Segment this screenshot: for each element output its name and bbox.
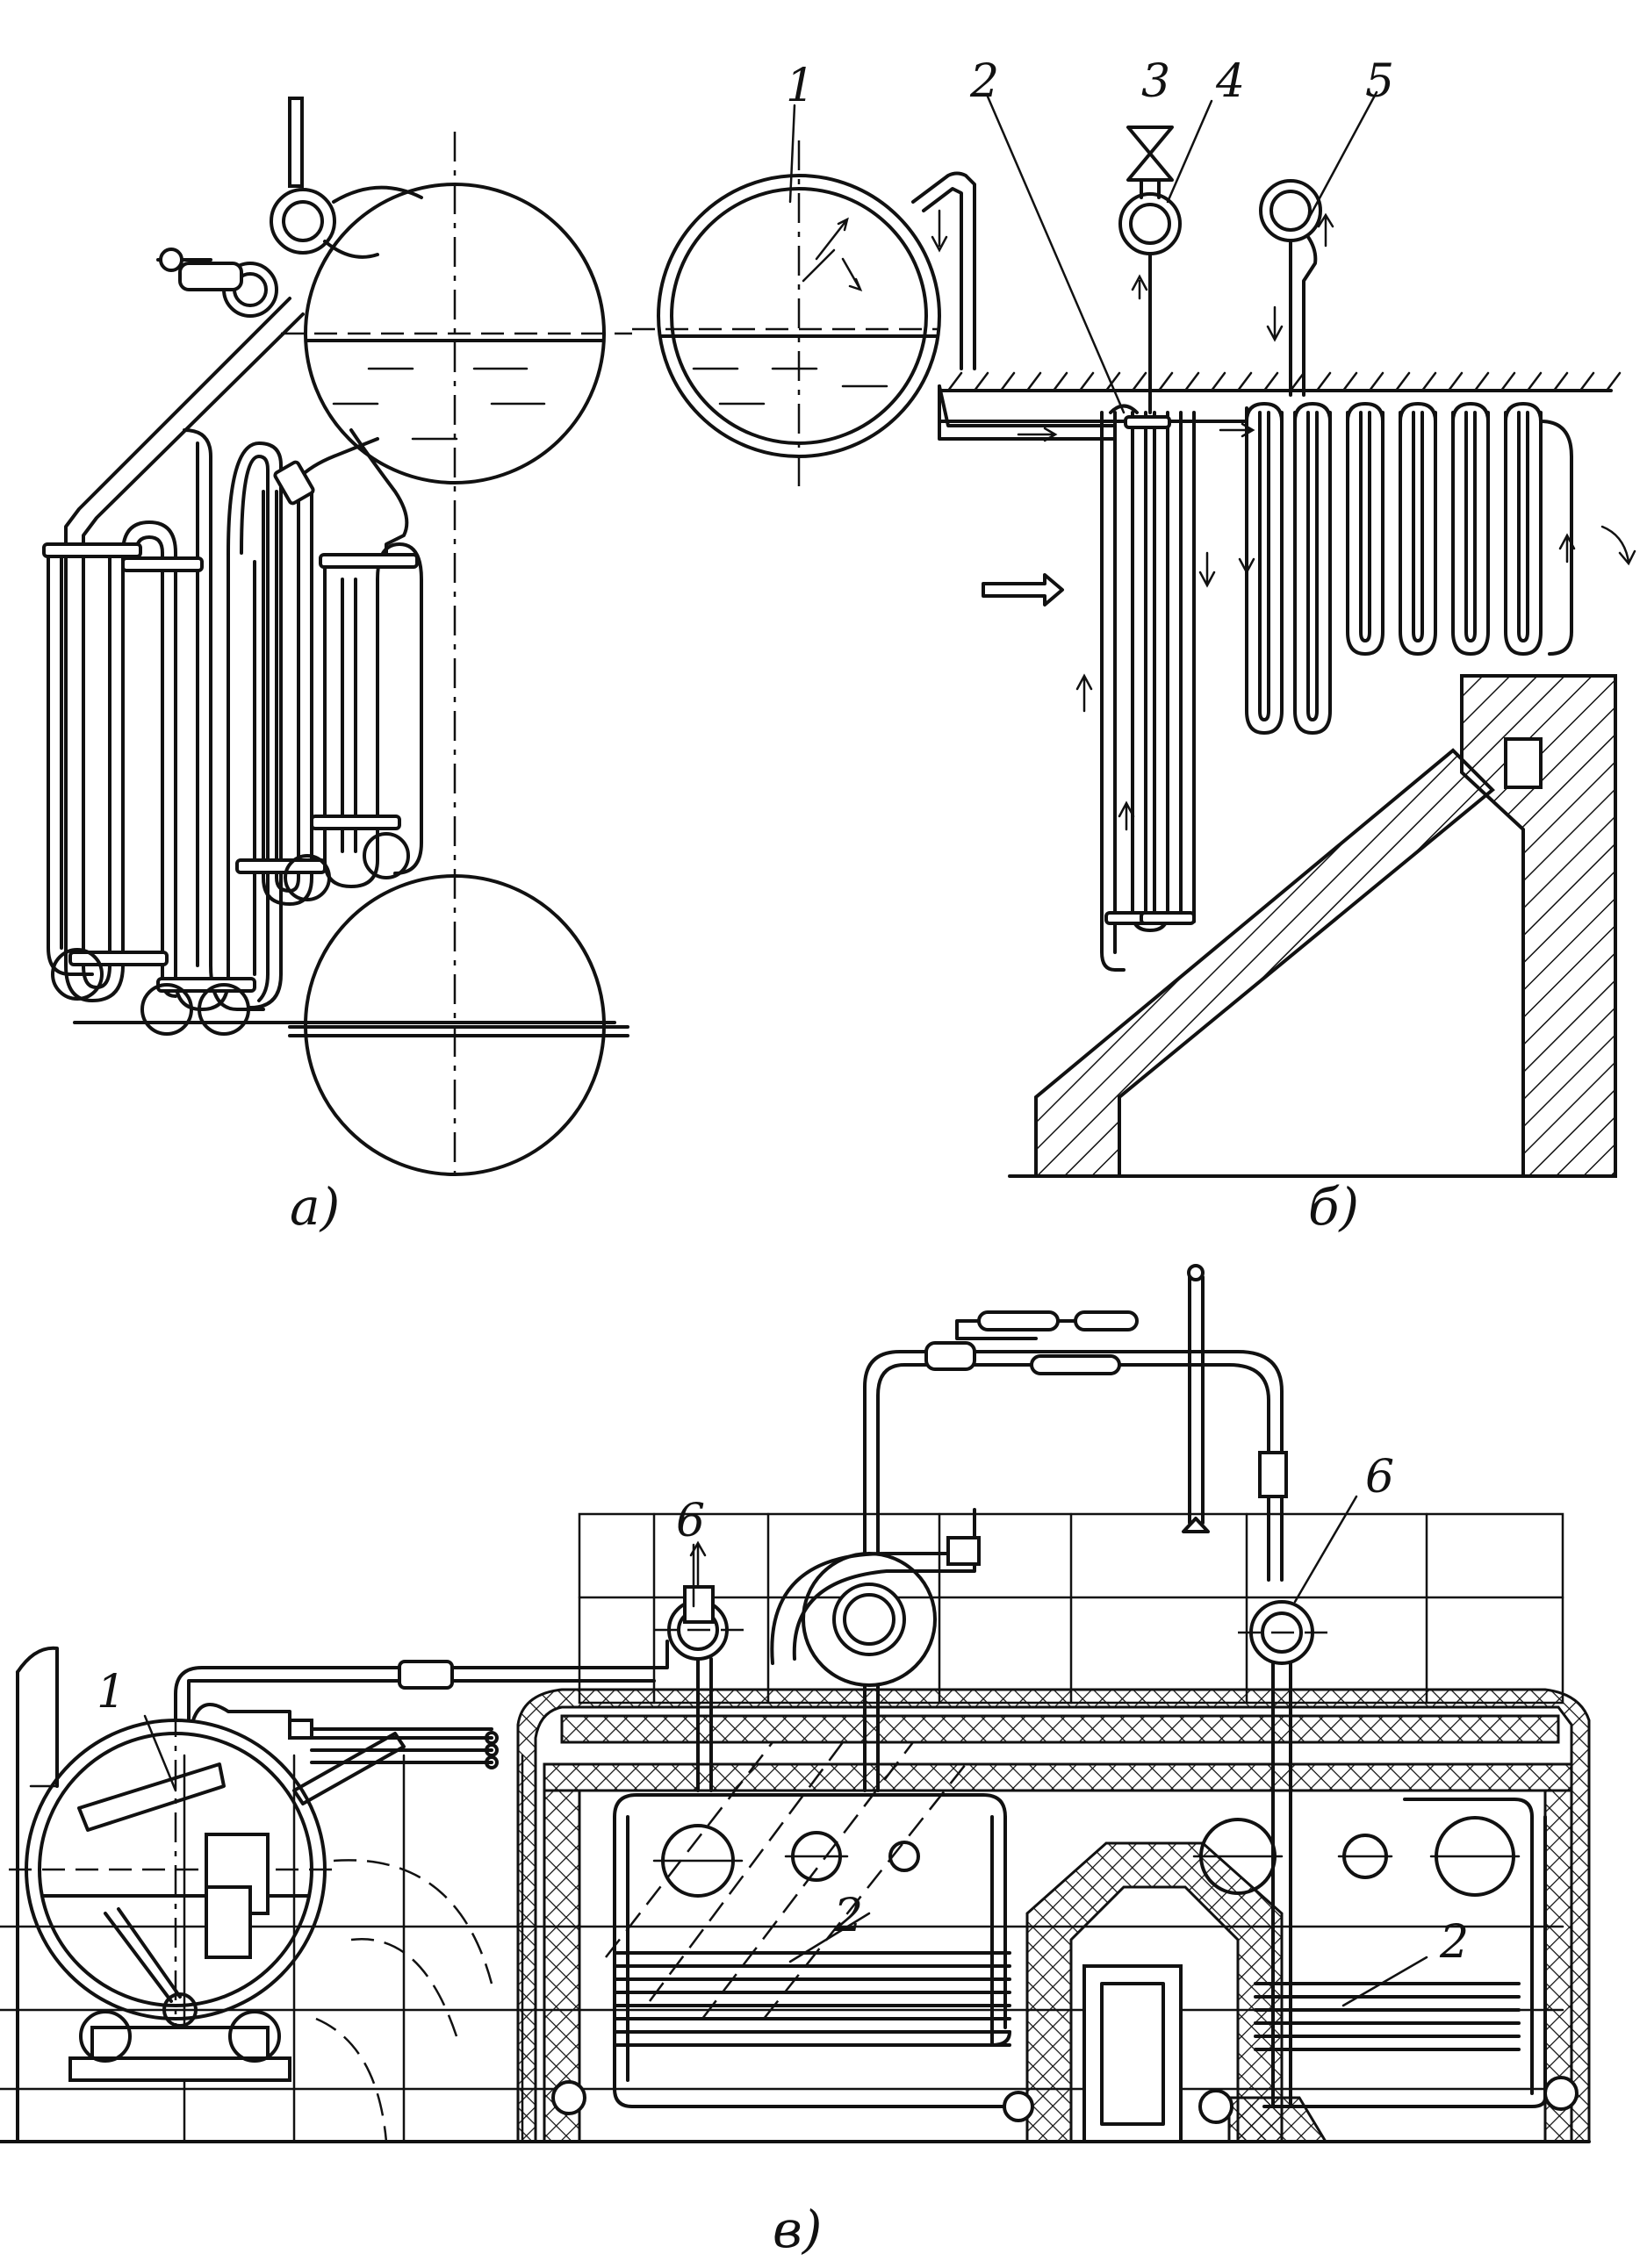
panel-a: а) [42,97,632,1237]
roof-hatching [938,371,1622,392]
tube-bundle-left [47,428,265,1011]
convective-superheater [1238,402,1636,735]
radiant-superheater [1075,404,1216,972]
steam-outlet-pipe [288,97,304,188]
panel-v: 1 2 2 6 6 в) [0,1264,1591,2259]
firebox-opening [1082,1964,1183,2143]
label-6-v-left: 6 [676,1495,705,1547]
label-1-b: 1 [786,60,815,112]
caption-v: в) [773,2200,822,2259]
label-3-b: 3 [1141,55,1170,108]
label-2-v-right: 2 [1439,1916,1469,1969]
tube-clamps [42,460,419,993]
label-1-v: 1 [97,1666,126,1719]
horizontal-superheater-coils [613,1793,1547,2108]
panel-b: 1 2 3 4 5 б) [632,55,1636,1237]
label-4-b: 4 [1215,55,1245,108]
safety-valve [1126,126,1174,199]
superheated-steam-line [863,1350,1038,1555]
boiler-setting-walls [516,1688,1591,2143]
label-5-b: 5 [1365,55,1394,108]
superheater-header-upper [270,188,336,255]
label-2-v-left: 2 [833,1890,863,1942]
drum-v [9,1707,342,2082]
inspection-window [1504,737,1543,789]
label-6-v-right: 6 [1365,1451,1394,1504]
caption-a: а) [290,1177,340,1237]
bottom-header-left [551,2080,586,2115]
caption-b: б) [1308,1177,1359,1237]
steam-valve [1258,1451,1288,1498]
inspection-holes [652,1816,1521,1898]
gas-flow-arrow [982,573,1064,606]
label-2-b: 2 [969,55,999,108]
